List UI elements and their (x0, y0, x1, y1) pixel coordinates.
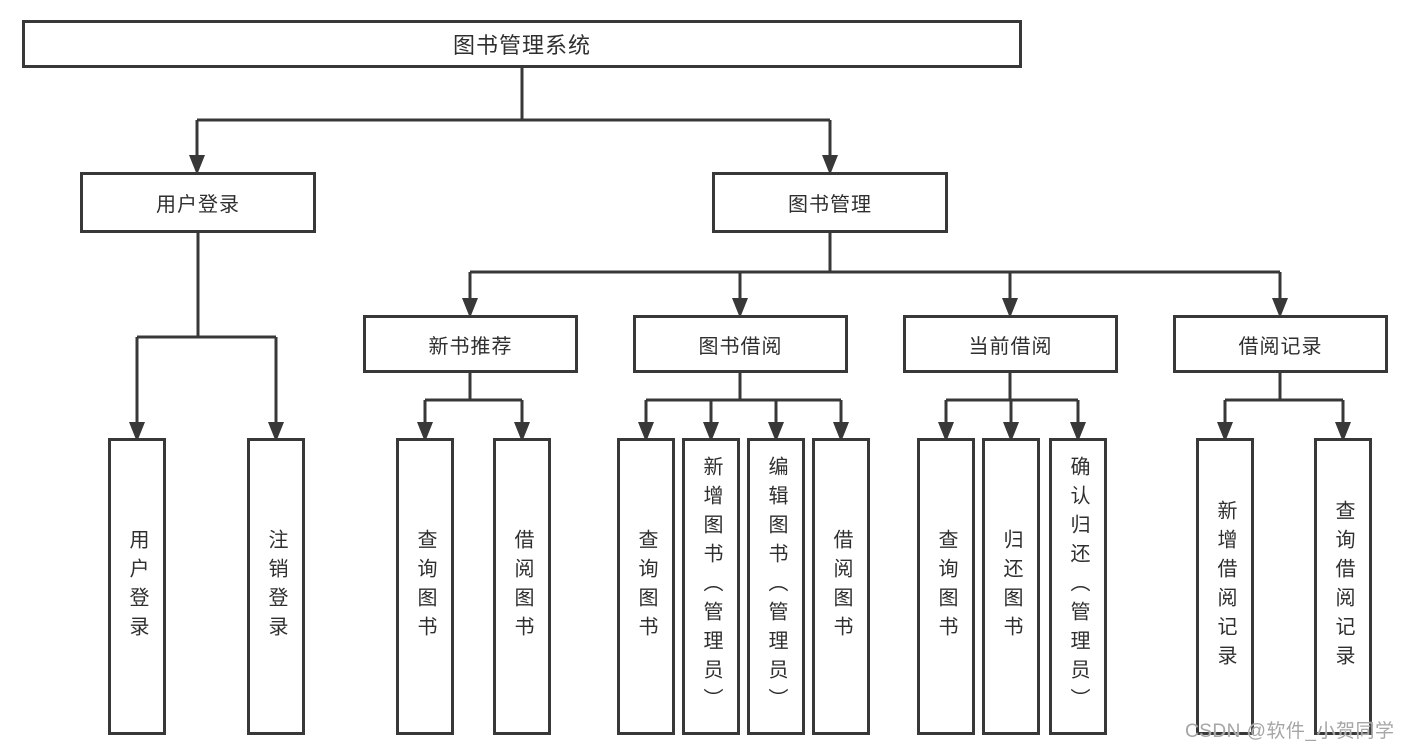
leaf-confirm-return-admin: 确认归还（管理员） (1049, 438, 1107, 735)
connector-current-borrow (944, 373, 1080, 424)
leaf-edit-book-admin: 编辑图书（管理员） (747, 438, 805, 735)
leaf-label: 借阅图书 (830, 528, 852, 645)
leaf-label: 新增借阅记录 (1214, 499, 1236, 674)
leaf-label: 查询图书 (935, 528, 957, 645)
leaf-query-books-recommend: 查询图书 (396, 438, 454, 735)
leaf-user-login: 用户登录 (108, 438, 166, 735)
leaf-label: 注销登录 (265, 528, 287, 645)
node-new-book-recommend: 新书推荐 (363, 315, 578, 373)
node-user-login: 用户登录 (80, 172, 316, 233)
node-root: 图书管理系统 (22, 20, 1022, 68)
connector-user-login (135, 233, 278, 424)
leaf-add-book-admin: 新增图书（管理员） (682, 438, 740, 735)
leaf-label: 查询图书 (635, 528, 657, 645)
leaf-borrow-books-borrow: 借阅图书 (812, 438, 870, 735)
leaf-label: 新增图书（管理员） (700, 456, 722, 717)
leaf-add-borrow-record: 新增借阅记录 (1196, 438, 1254, 735)
node-book-borrow: 图书借阅 (633, 315, 848, 373)
leaf-label: 查询图书 (414, 528, 436, 645)
csdn-watermark: CSDN @软件_小贺同学 (1185, 721, 1395, 742)
arrowheads (129, 155, 1351, 442)
connector-root (195, 68, 832, 157)
leaf-logout: 注销登录 (247, 438, 305, 735)
leaf-label: 借阅图书 (511, 528, 533, 645)
leaf-return-book: 归还图书 (982, 438, 1040, 735)
leaf-borrow-books-recommend: 借阅图书 (493, 438, 551, 735)
leaf-label: 用户登录 (126, 528, 148, 645)
node-borrow-records: 借阅记录 (1173, 315, 1388, 373)
leaf-label: 编辑图书（管理员） (765, 456, 787, 717)
leaf-label: 查询借阅记录 (1332, 499, 1354, 674)
node-book-management: 图书管理 (712, 172, 948, 233)
connector-book-management (468, 233, 1282, 300)
connector-borrow-records (1223, 373, 1345, 424)
leaf-label: 确认归还（管理员） (1067, 456, 1089, 717)
connector-new-book-recommend (423, 373, 524, 424)
leaf-query-borrow-record: 查询借阅记录 (1314, 438, 1372, 735)
connector-book-borrow (644, 373, 843, 424)
leaf-query-books-borrow: 查询图书 (617, 438, 675, 735)
leaf-query-books-current: 查询图书 (917, 438, 975, 735)
leaf-label: 归还图书 (1000, 528, 1022, 645)
node-current-borrow: 当前借阅 (903, 315, 1118, 373)
